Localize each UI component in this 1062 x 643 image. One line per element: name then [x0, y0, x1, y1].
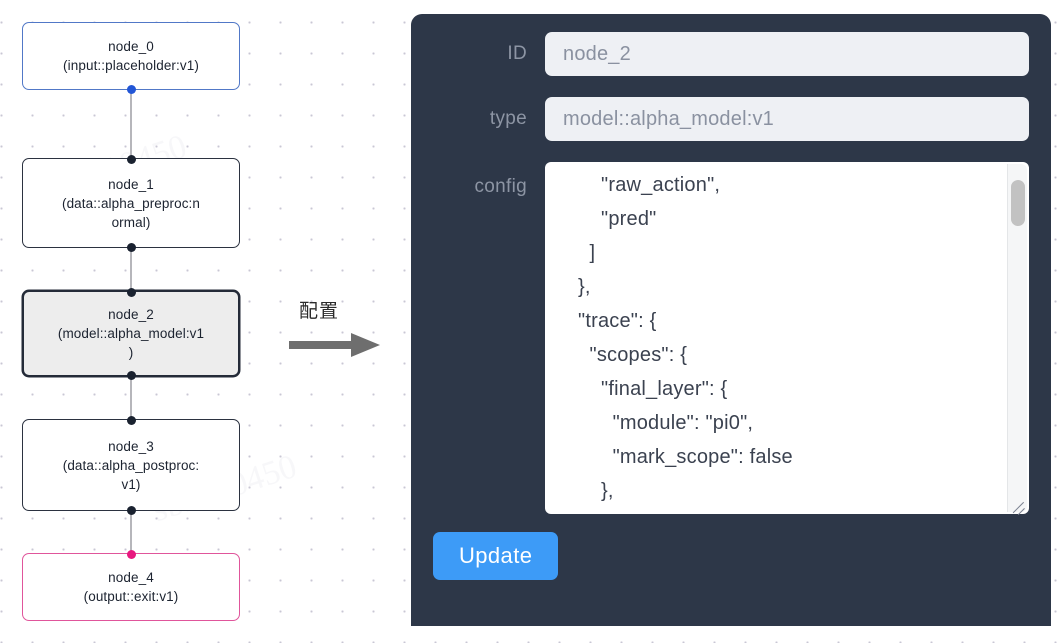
node-handle-top[interactable]: [126, 549, 136, 559]
field-row-id: ID: [433, 32, 1029, 76]
config-scrollbar-thumb[interactable]: [1011, 180, 1025, 226]
node-subtitle: (data::alpha_preproc:n: [61, 195, 201, 211]
node-handle-bottom[interactable]: [126, 505, 136, 515]
node-handle-top[interactable]: [126, 415, 136, 425]
right-arrow-icon: [289, 333, 380, 357]
update-button[interactable]: Update: [433, 532, 559, 580]
edge-node2-node3: [130, 377, 132, 419]
flow-label: 配置: [299, 300, 340, 322]
field-row-type: type: [433, 97, 1029, 141]
node-subtitle: (data::alpha_postproc:: [62, 457, 200, 473]
node-title: node_0: [108, 39, 154, 54]
id-field-label: ID: [507, 43, 527, 64]
graph-node-node_4[interactable]: node_4 (output::exit:v1): [22, 549, 240, 621]
graph-node-node_2[interactable]: node_2 (model::alpha_model:v1 ): [22, 287, 240, 380]
config-textarea[interactable]: "raw_action", "pred" ] }, "trace": { "sc…: [545, 162, 1029, 514]
node-subtitle: (input::placeholder:v1): [63, 58, 199, 73]
node-title: node_2: [108, 307, 154, 322]
node-handle-bottom[interactable]: [126, 370, 136, 380]
edge-node1-node2: [130, 248, 132, 290]
type-input[interactable]: [545, 97, 1029, 141]
node-title: node_1: [108, 176, 154, 192]
node-subtitle: v1): [121, 476, 141, 492]
node-graph: node_0 (input::placeholder:v1) node_1 (d…: [0, 0, 400, 643]
edge-node0-node1: [130, 90, 132, 158]
graph-node-node_0[interactable]: node_0 (input::placeholder:v1): [22, 22, 240, 94]
node-subtitle: ): [128, 345, 134, 360]
edge-node3-node4: [130, 511, 132, 553]
node-config-panel: ID type config "raw_action", "pred" ] },…: [411, 14, 1051, 626]
type-field-label: type: [489, 108, 527, 129]
node-subtitle: (model::alpha_model:v1: [57, 326, 205, 341]
field-row-config: config "raw_action", "pred" ] }, "trace"…: [433, 162, 1029, 514]
panel-actions: Update: [433, 532, 1029, 580]
flow-annotation: 配置: [289, 296, 399, 366]
node-handle-top[interactable]: [126, 287, 136, 297]
node-handle-bottom[interactable]: [126, 242, 136, 252]
node-handle-top[interactable]: [126, 154, 136, 164]
config-scrollbar-track[interactable]: [1007, 164, 1027, 512]
graph-node-node_3[interactable]: node_3 (data::alpha_postproc: v1): [22, 415, 240, 515]
node-subtitle: (output::exit:v1): [83, 589, 179, 604]
config-editor-wrap: "raw_action", "pred" ] }, "trace": { "sc…: [545, 162, 1029, 514]
config-field-label: config: [474, 176, 527, 197]
id-input[interactable]: [545, 32, 1029, 76]
graph-node-node_1[interactable]: node_1 (data::alpha_preproc:n ormal): [22, 154, 240, 252]
node-subtitle: ormal): [111, 214, 151, 230]
node-title: node_3: [108, 438, 154, 454]
node-handle-bottom[interactable]: [126, 84, 136, 94]
node-title: node_4: [108, 570, 154, 585]
